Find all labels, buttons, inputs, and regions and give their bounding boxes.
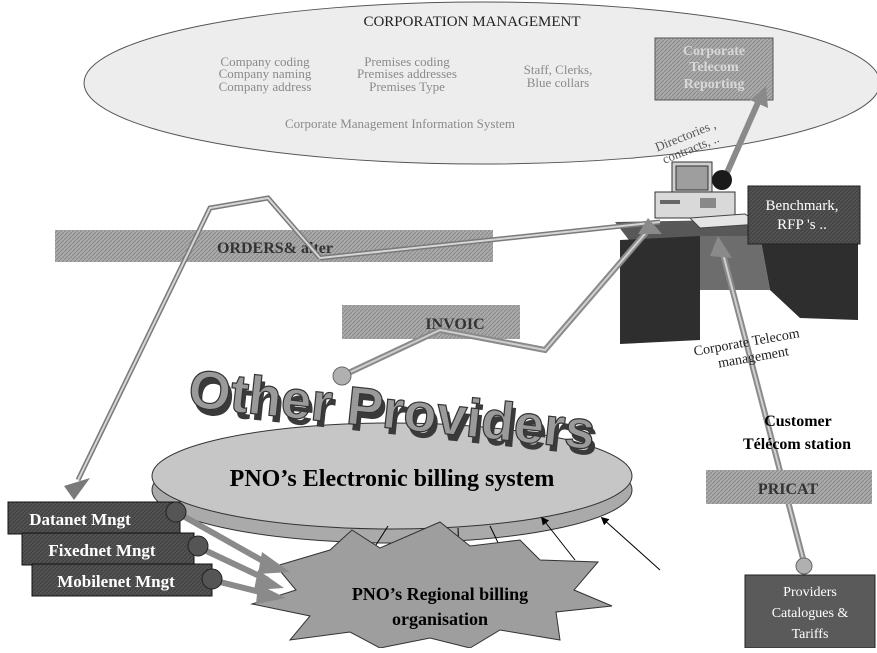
- benchmark-line-2: RFP 's ..: [777, 217, 827, 233]
- pricat-arrow-head: [710, 236, 732, 258]
- reporting-arrow: [719, 96, 763, 186]
- pricat-label: PRICAT: [758, 481, 818, 498]
- benchmark-line-1: Benchmark,: [766, 198, 839, 214]
- fixednet-label: Fixednet Mngt: [48, 541, 156, 560]
- reporting-origin-dot: [712, 170, 732, 190]
- premises-line-1: Premises coding: [364, 54, 450, 69]
- customer-line-1: Customer: [764, 413, 832, 430]
- company-line-1: Company coding: [220, 54, 310, 69]
- mgmt-arrows: [165, 501, 290, 604]
- reporting-box: [654, 37, 774, 101]
- regional-starburst: [250, 521, 613, 649]
- staff-line-2: Blue collars: [527, 75, 589, 90]
- customer-line-2: Télécom station: [743, 436, 851, 453]
- providers-catalogue-box: [744, 574, 876, 649]
- premises-line-3: Premises Type: [369, 79, 445, 94]
- providers-line-2: Catalogues &: [772, 606, 849, 621]
- datanet-label: Datanet Mngt: [29, 510, 131, 529]
- mobilenet-box: [31, 563, 213, 597]
- invoic-origin-dot: [332, 366, 352, 386]
- regional-line-2: organisation: [392, 609, 488, 629]
- mobilenet-label: Mobilenet Mngt: [57, 572, 175, 591]
- reporting-line-3: Reporting: [684, 77, 745, 92]
- mis-label: Corporate Management Information System: [285, 116, 515, 131]
- pricat-origin-dot: [795, 557, 813, 575]
- benchmark-box: [747, 185, 861, 245]
- invoic-arrow-head: [638, 218, 662, 234]
- orders-arrow-head: [64, 478, 90, 500]
- providers-line-1: Providers: [783, 585, 837, 600]
- datanet-box: [7, 501, 181, 535]
- orders-label: ORDERS& alter: [217, 240, 333, 257]
- reporting-line-2: Telecom: [689, 60, 739, 75]
- company-text-group: Company coding Company naming Company ad…: [219, 54, 593, 131]
- company-line-2: Company naming: [219, 66, 312, 81]
- premises-line-2: Premises addresses: [357, 66, 457, 81]
- billing-disc-top: [151, 422, 633, 530]
- pricat-band: [706, 470, 872, 504]
- company-line-3: Company address: [219, 79, 312, 94]
- regional-line-1: PNO’s Regional billing: [352, 584, 528, 604]
- reporting-line-1: Corporate: [683, 44, 745, 59]
- staff-line-1: Staff, Clerks,: [524, 62, 593, 77]
- corporation-title: CORPORATION MANAGEMENT: [363, 14, 580, 30]
- billing-system-label: PNO’s Electronic billing system: [230, 466, 555, 492]
- providers-line-3: Tariffs: [792, 627, 829, 642]
